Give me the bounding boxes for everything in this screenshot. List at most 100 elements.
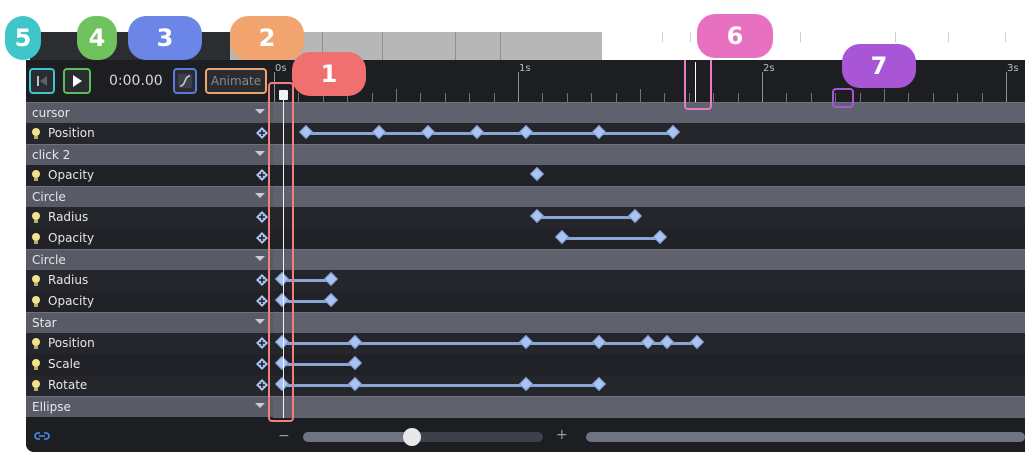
zoom-slider-knob[interactable] (403, 428, 421, 446)
keyframe[interactable] (689, 334, 705, 350)
keyframe[interactable] (554, 229, 570, 245)
property-row-position[interactable]: Position (26, 123, 1025, 144)
animate-button[interactable]: Animate (205, 68, 267, 94)
ruler-tick (396, 89, 397, 102)
property-row-radius[interactable]: Radius (26, 207, 1025, 228)
add-keyframe-icon[interactable] (256, 295, 268, 307)
keyframe[interactable] (347, 376, 363, 392)
keyframe[interactable] (659, 334, 675, 350)
play-button[interactable] (63, 68, 91, 94)
keyframe[interactable] (591, 376, 607, 392)
keyframe[interactable] (518, 334, 534, 350)
keyframe-track[interactable] (273, 291, 1025, 312)
lightbulb-icon[interactable] (32, 380, 40, 391)
keyframe-track[interactable] (273, 333, 1025, 354)
lightbulb-icon[interactable] (32, 338, 40, 349)
ruler-tick (323, 93, 324, 102)
lightbulb-icon[interactable] (32, 233, 40, 244)
keyframe[interactable] (529, 208, 545, 224)
keyframe-track[interactable] (273, 123, 1025, 144)
easing-button[interactable] (173, 68, 197, 94)
chevron-down-icon[interactable] (255, 193, 265, 198)
lightbulb-icon[interactable] (32, 128, 40, 139)
lightbulb-icon[interactable] (32, 359, 40, 370)
keyframe-track[interactable] (273, 228, 1025, 249)
keyframe[interactable] (518, 124, 534, 140)
add-keyframe-icon[interactable] (256, 232, 268, 244)
add-keyframe-icon[interactable] (256, 337, 268, 349)
keyframe[interactable] (371, 124, 387, 140)
add-keyframe-icon[interactable] (256, 379, 268, 391)
keyframe[interactable] (518, 376, 534, 392)
callout-5: 5 (5, 16, 41, 60)
keyframe[interactable] (347, 334, 363, 350)
rewind-button[interactable] (29, 68, 55, 94)
group-row-circle[interactable]: Circle (26, 186, 1025, 208)
lightbulb-icon[interactable] (32, 170, 40, 181)
ruler-tick (957, 93, 958, 102)
group-row-circle[interactable]: Circle (26, 249, 1025, 271)
keyframe[interactable] (469, 124, 485, 140)
playhead-line[interactable] (283, 96, 284, 418)
property-label: Scale (48, 357, 81, 371)
keyframe[interactable] (323, 292, 339, 308)
chevron-down-icon[interactable] (255, 403, 265, 408)
ruler-tick (835, 93, 836, 102)
property-row-rotate[interactable]: Rotate (26, 375, 1025, 396)
property-row-scale[interactable]: Scale (26, 354, 1025, 375)
property-row-opacity[interactable]: Opacity (26, 228, 1025, 249)
group-row-click-2[interactable]: click 2 (26, 144, 1025, 166)
zoom-slider[interactable] (303, 428, 543, 446)
group-row-cursor[interactable]: cursor (26, 102, 1025, 124)
add-keyframe-icon[interactable] (256, 211, 268, 223)
property-row-radius[interactable]: Radius (26, 270, 1025, 291)
keyframe[interactable] (298, 124, 314, 140)
keyframe[interactable] (591, 124, 607, 140)
link-icon[interactable] (34, 430, 50, 442)
keyframe-track[interactable] (273, 165, 1025, 186)
property-row-opacity[interactable]: Opacity (26, 291, 1025, 312)
zoom-out-button[interactable]: − (278, 428, 290, 444)
ruler-tick (445, 93, 446, 102)
hover-time-marker (695, 62, 696, 102)
keyframe[interactable] (420, 124, 436, 140)
group-row-ellipse[interactable]: Ellipse (26, 396, 1025, 418)
zoom-in-button[interactable]: + (556, 427, 568, 443)
keyframe-track[interactable] (273, 354, 1025, 375)
lightbulb-icon[interactable] (32, 212, 40, 223)
strip-tick (662, 32, 663, 42)
keyframe[interactable] (347, 355, 363, 371)
keyframe[interactable] (591, 334, 607, 350)
chevron-down-icon[interactable] (255, 151, 265, 156)
property-row-position[interactable]: Position (26, 333, 1025, 354)
chevron-down-icon[interactable] (255, 256, 265, 261)
add-keyframe-icon[interactable] (256, 169, 268, 181)
chevron-down-icon[interactable] (255, 319, 265, 324)
keyframe[interactable] (529, 166, 545, 182)
property-row-opacity[interactable]: Opacity (26, 165, 1025, 186)
keyframe[interactable] (323, 271, 339, 287)
keyframe[interactable] (665, 124, 681, 140)
keyframe-track[interactable] (273, 375, 1025, 396)
ruler-tick (860, 93, 861, 102)
playhead-handle[interactable] (279, 90, 288, 100)
add-keyframe-icon[interactable] (256, 358, 268, 370)
lightbulb-icon[interactable] (32, 275, 40, 286)
callout-1: 1 (292, 52, 366, 96)
group-row-star[interactable]: Star (26, 312, 1025, 334)
lightbulb-icon[interactable] (32, 296, 40, 307)
add-keyframe-icon[interactable] (256, 127, 268, 139)
skip-back-icon (37, 76, 47, 86)
keyframe-track[interactable] (273, 207, 1025, 228)
property-label: Position (48, 336, 95, 350)
keyframe[interactable] (652, 229, 668, 245)
horizontal-scrollbar[interactable] (586, 432, 1025, 442)
add-keyframe-icon[interactable] (256, 274, 268, 286)
strip-tick (800, 32, 801, 42)
chevron-down-icon[interactable] (255, 109, 265, 114)
ruler-label-2s: 2s (763, 63, 775, 74)
keyframe[interactable] (627, 208, 643, 224)
keyframe-track[interactable] (273, 270, 1025, 291)
keyframe-segment (282, 279, 331, 282)
keyframe[interactable] (640, 334, 656, 350)
